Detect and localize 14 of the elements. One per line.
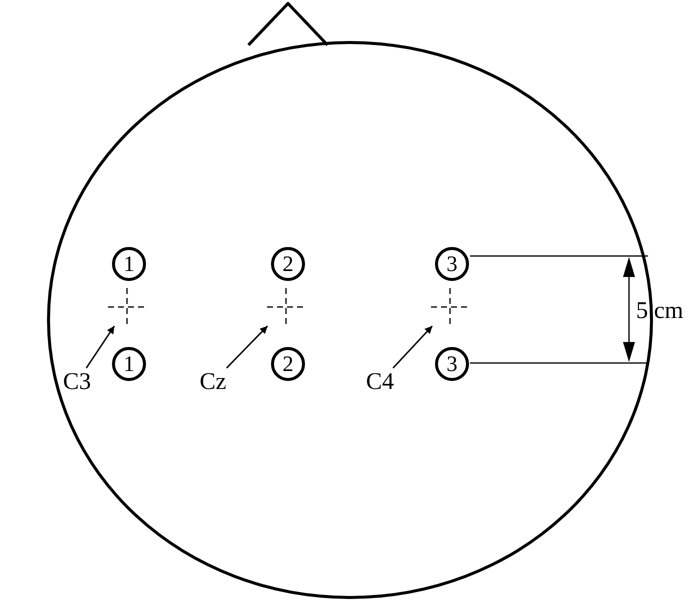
electrode-circle: 1 — [112, 247, 146, 281]
electrode-circle: 2 — [271, 247, 305, 281]
electrode-label: C3 — [62, 370, 91, 394]
dimension-text: 5 cm — [636, 299, 684, 323]
electrode-circle: 2 — [271, 347, 305, 381]
electrode-label: Cz — [200, 370, 226, 394]
pointer-arrow — [226, 325, 268, 369]
electrode-circle: 3 — [435, 247, 469, 281]
pointer-arrow — [86, 326, 115, 368]
electrode-label: C4 — [366, 370, 394, 394]
head-outline — [47, 41, 653, 599]
electrode-circle: 1 — [112, 347, 146, 381]
electrode-circle: 3 — [435, 347, 469, 381]
pointer-arrow — [392, 325, 433, 369]
